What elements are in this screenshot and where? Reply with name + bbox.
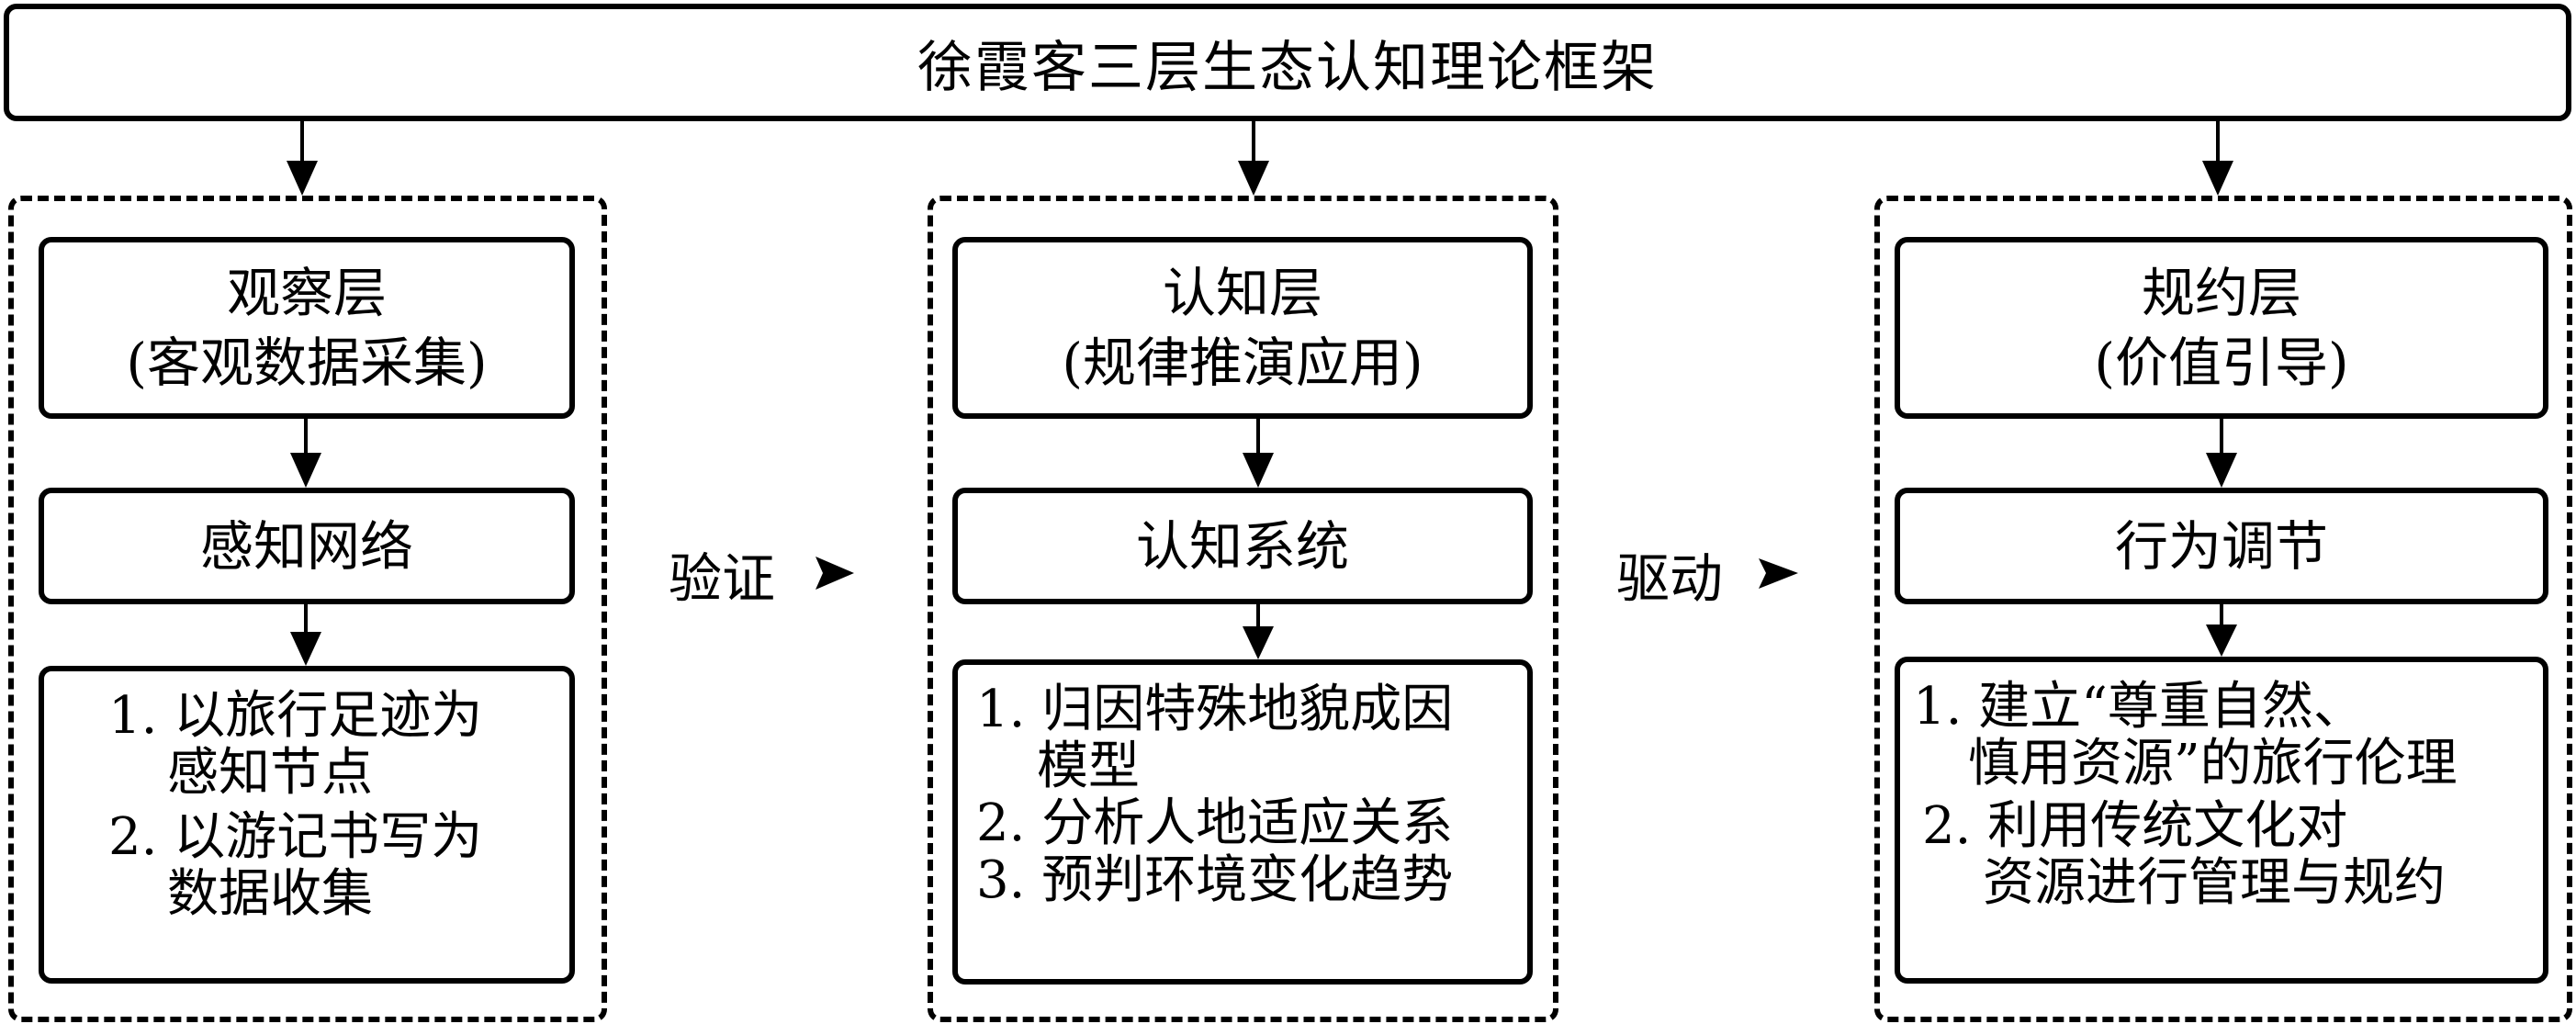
cognition-item-3-line1: 3. 预判环境变化趋势 — [976, 850, 1454, 910]
arrowhead-icon — [1238, 161, 1269, 196]
regulation-item-2-line2: 资源进行管理与规约 — [1983, 853, 2446, 913]
arrow-observation-to-perception — [290, 419, 321, 488]
arrowhead-icon — [2206, 453, 2237, 488]
arrow-regulation-to-behavior — [2206, 419, 2237, 488]
arrow-perception-to-items — [290, 604, 321, 666]
regulation-layer-desc: (价值引导) — [2094, 332, 2349, 394]
regulation-layer-group — [1874, 196, 2572, 1022]
verify-label: 验证 — [669, 547, 776, 610]
arrow-title-to-regulation — [2202, 121, 2233, 196]
observation-item-1-line2: 感知节点 — [167, 743, 373, 803]
arrow-behavior-to-items — [2206, 604, 2237, 657]
arrow-cognition-to-system — [1243, 419, 1274, 488]
framework-title: 徐霞客三层生态认知理论框架 — [917, 35, 1658, 100]
observation-items-box: 1. 以旅行足迹为 感知节点 2. 以游记书写为 数据收集 — [39, 666, 575, 984]
observation-layer-name: 观察层 — [226, 262, 387, 324]
cognition-layer-desc: (规律推演应用) — [1062, 332, 1423, 394]
arrowhead-icon — [287, 161, 318, 196]
observation-item-1-line1: 1. 以旅行足迹为 — [108, 686, 483, 746]
regulation-layer-name: 规约层 — [2141, 262, 2301, 324]
arrow-title-to-observation — [287, 121, 318, 196]
cognition-items-box: 1. 归因特殊地貌成因 模型 2. 分析人地适应关系 3. 预判环境变化趋势 — [952, 659, 1533, 985]
arrowhead-icon — [290, 453, 321, 488]
observation-layer-desc: (客观数据采集) — [126, 332, 488, 394]
arrowhead-icon — [2202, 161, 2233, 196]
cognition-layer-group — [928, 196, 1558, 1022]
observation-layer-group — [8, 196, 607, 1022]
arrowhead-icon — [290, 632, 321, 666]
cognition-system-box: 认知系统 — [952, 488, 1533, 604]
behavior-regulation-box: 行为调节 — [1895, 488, 2548, 604]
observation-item-2-line1: 2. 以游记书写为 — [108, 807, 483, 867]
regulation-items-box: 1. 建立“尊重自然、 慎用资源”的旅行伦理 2. 利用传统文化对 资源进行管理… — [1895, 657, 2548, 984]
framework-title-box: 徐霞客三层生态认知理论框架 — [4, 4, 2571, 121]
cognition-system-label: 认知系统 — [1135, 514, 1349, 578]
perception-network-box: 感知网络 — [39, 488, 575, 604]
regulation-layer-box: 规约层 (价值引导) — [1895, 237, 2548, 419]
cognition-layer-name: 认知层 — [1162, 262, 1322, 324]
cognition-item-1-line1: 1. 归因特殊地貌成因 — [976, 680, 1454, 739]
arrowhead-icon — [1243, 626, 1274, 659]
arrow-title-to-cognition — [1238, 121, 1269, 196]
behavior-regulation-label: 行为调节 — [2114, 514, 2328, 578]
verify-arrow-icon — [816, 557, 854, 590]
cognition-item-2-line1: 2. 分析人地适应关系 — [976, 793, 1454, 853]
regulation-item-1-line2: 慎用资源”的旅行伦理 — [1968, 734, 2458, 793]
perception-network-label: 感知网络 — [199, 514, 413, 578]
regulation-item-2-line1: 2. 利用传统文化对 — [1922, 796, 2348, 856]
arrowhead-icon — [2206, 625, 2237, 657]
cognition-item-1-line2: 模型 — [1037, 737, 1140, 796]
observation-item-2-line2: 数据收集 — [167, 864, 373, 924]
observation-layer-box: 观察层 (客观数据采集) — [39, 237, 575, 419]
regulation-item-1-line1: 1. 建立“尊重自然、 — [1913, 677, 2365, 737]
arrow-system-to-items — [1243, 604, 1274, 659]
drive-label: 驱动 — [1616, 547, 1724, 610]
cognition-layer-box: 认知层 (规律推演应用) — [952, 237, 1533, 419]
arrowhead-icon — [1243, 453, 1274, 488]
drive-arrow-icon — [1759, 558, 1798, 589]
